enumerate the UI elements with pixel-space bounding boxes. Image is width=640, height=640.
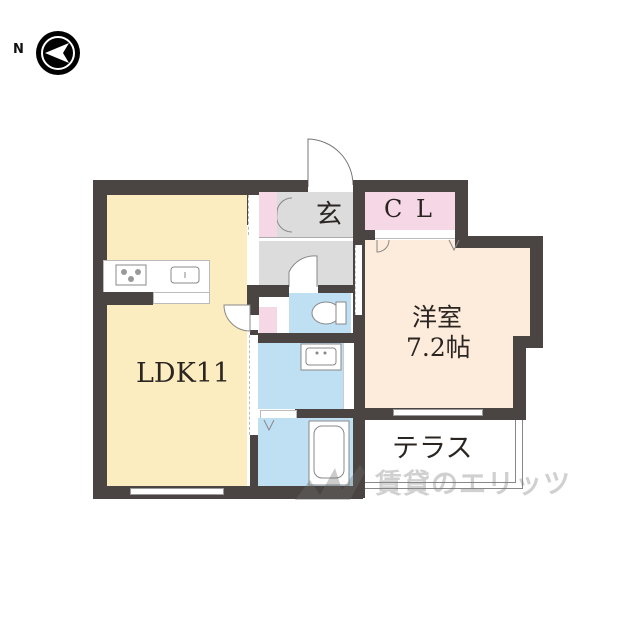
wall (455, 180, 468, 240)
wall (455, 236, 543, 248)
room-yoshitsu (365, 240, 455, 408)
wall (513, 336, 526, 420)
sliding-door (249, 335, 258, 435)
storage-door-icon (223, 304, 251, 332)
kitchen-sink-icon (170, 266, 200, 284)
watermark: 賃貸のエリッツ (375, 469, 571, 500)
washbasin-icon (300, 343, 342, 371)
wall (93, 180, 308, 195)
north-label: N (13, 42, 24, 57)
toilet-door-icon (288, 255, 318, 287)
wall (353, 180, 468, 192)
washing-machine-space (343, 343, 354, 409)
watermark-logo-icon (295, 465, 365, 500)
wall (353, 230, 375, 240)
room-label-genkan: 玄 (316, 200, 343, 230)
terrace (365, 420, 516, 483)
wall (295, 409, 365, 418)
sliding-door (248, 195, 255, 235)
room-label-terrace: テラス (392, 433, 473, 464)
step-line (259, 237, 353, 242)
wall (259, 285, 289, 297)
toilet-icon (311, 301, 347, 325)
room-genkan (277, 192, 353, 237)
room-label-yoshitsu-line1: 洋室 (412, 303, 463, 332)
compass-icon (36, 31, 80, 75)
wall (258, 333, 356, 343)
window (393, 409, 483, 416)
wall (93, 292, 153, 305)
entry-door-icon (307, 138, 354, 187)
room-label-ldk: LDK11 (136, 358, 231, 389)
wall (530, 236, 543, 346)
room-label-closet: C L (384, 195, 435, 223)
counter-extension (153, 292, 210, 304)
room-label-yoshitsu-line2: 7.2帖 (406, 333, 471, 362)
side-window (355, 245, 362, 315)
terrace-outline (365, 420, 523, 489)
room-closet (365, 192, 455, 230)
shoe-storage (259, 192, 277, 237)
door-marker-icon (448, 239, 460, 252)
closet-door-swing-icon (376, 239, 390, 253)
storage-small (259, 307, 277, 333)
wall (318, 285, 358, 293)
wall (93, 180, 107, 498)
bathtub-icon (308, 420, 350, 486)
stove-icon (115, 264, 147, 286)
shoe-storage-door-icon (277, 197, 293, 233)
window (130, 488, 224, 495)
room-yoshitsu-ext2 (455, 336, 513, 408)
closet-door (375, 230, 455, 239)
room-ldk (107, 195, 247, 486)
drain-marker-icon (263, 419, 275, 432)
room-yoshitsu-ext (455, 248, 530, 336)
